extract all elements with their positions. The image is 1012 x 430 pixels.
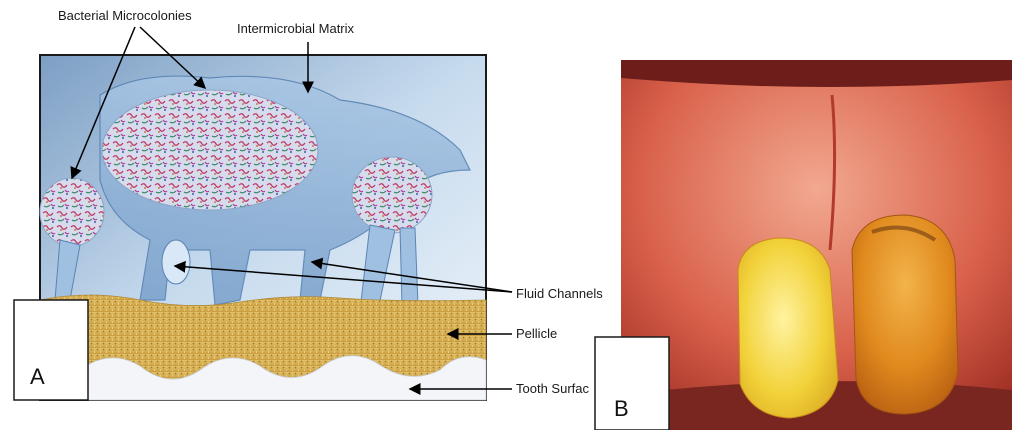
panel-a-biofilm-diagram: Bacterial Microcolonies Intermicrobial M… — [14, 8, 603, 400]
microcolony-large — [102, 90, 318, 210]
tooth-left — [738, 238, 838, 418]
panel-a-letter: A — [30, 364, 45, 389]
panel-b-letter: B — [614, 396, 629, 421]
tooth-right — [852, 215, 958, 414]
label-bacterial-microcolonies: Bacterial Microcolonies — [58, 8, 192, 23]
label-tooth-surface: Tooth Surfac — [516, 381, 589, 396]
panel-b-photo: B — [595, 60, 1012, 430]
microcolony-right — [352, 157, 432, 233]
panel-a-letter-box — [14, 300, 88, 400]
label-intermicrobial-matrix: Intermicrobial Matrix — [237, 21, 355, 36]
label-fluid-channels: Fluid Channels — [516, 286, 603, 301]
label-pellicle: Pellicle — [516, 326, 557, 341]
panel-b-letter-box — [595, 337, 669, 430]
microcolony-left — [40, 178, 104, 246]
